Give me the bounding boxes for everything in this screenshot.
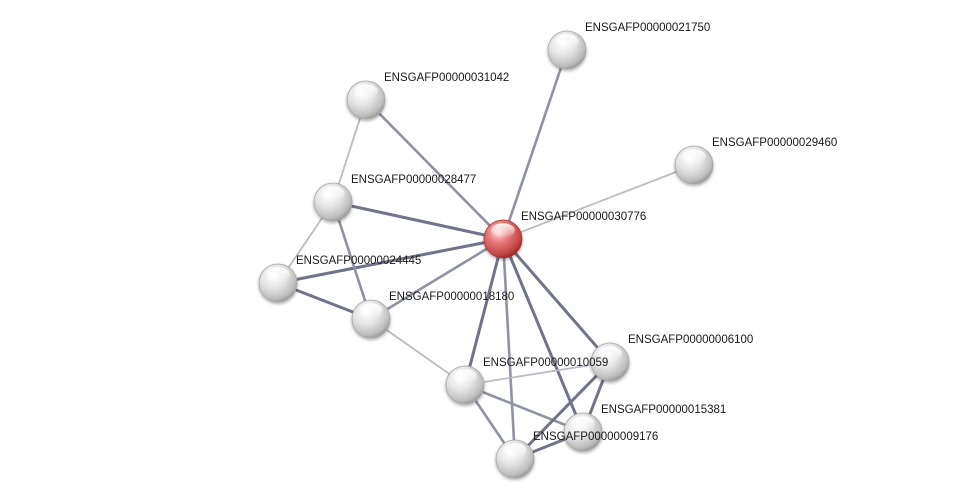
node-gloss bbox=[453, 369, 477, 384]
node-label: ENSGAFP00000018180 bbox=[389, 291, 514, 303]
node-gloss bbox=[682, 149, 706, 164]
node-ensgafp00000021750[interactable]: ENSGAFP00000021750 bbox=[547, 22, 710, 70]
node-gloss bbox=[321, 186, 345, 201]
nodes-layer: ENSGAFP00000030776 ENSGAFP00000021750ENSG… bbox=[258, 22, 837, 479]
node-label: ENSGAFP00000009176 bbox=[533, 431, 658, 443]
edge-ensgafp00000030776-ensgafp00000021750[interactable] bbox=[501, 48, 569, 241]
node-gloss bbox=[266, 267, 290, 282]
node-label: ENSGAFP00000015381 bbox=[601, 404, 726, 416]
node-ensgafp00000028477[interactable]: ENSGAFP00000028477 bbox=[313, 174, 476, 222]
edge-ensgafp00000010059-ensgafp00000006100[interactable] bbox=[464, 361, 611, 386]
node-gloss bbox=[503, 443, 527, 458]
edge-ensgafp00000006100-ensgafp00000009176[interactable] bbox=[513, 360, 612, 461]
edge-ensgafp00000030776-ensgafp00000006100[interactable] bbox=[501, 237, 612, 364]
node-label: ENSGAFP00000006100 bbox=[628, 334, 753, 346]
node-gloss bbox=[491, 223, 515, 238]
node-gloss bbox=[598, 346, 622, 361]
edge-ensgafp00000028477-ensgafp00000018180[interactable] bbox=[331, 200, 373, 321]
node-ensgafp00000024445[interactable]: ENSGAFP00000024445 bbox=[258, 255, 421, 303]
node-ensgafp00000009176[interactable]: ENSGAFP00000009176 bbox=[495, 431, 658, 479]
edge-ensgafp00000030776-ensgafp00000028477[interactable] bbox=[331, 200, 505, 241]
node-ensgafp00000018180[interactable]: ENSGAFP00000018180 bbox=[351, 291, 514, 339]
node-ensgafp00000031042[interactable]: ENSGAFP00000031042 bbox=[346, 72, 509, 120]
edge-ensgafp00000030776-ensgafp00000029460[interactable] bbox=[502, 164, 695, 240]
node-label: ENSGAFP00000024445 bbox=[296, 255, 421, 267]
node-label: ENSGAFP00000021750 bbox=[585, 22, 710, 34]
node-ensgafp00000010059[interactable]: ENSGAFP00000010059 bbox=[445, 357, 608, 405]
node-gloss bbox=[359, 303, 383, 318]
node-label: ENSGAFP00000031042 bbox=[384, 72, 509, 84]
edge-ensgafp00000030776-ensgafp00000009176[interactable] bbox=[501, 237, 517, 461]
edge-ensgafp00000030776-ensgafp00000024445[interactable] bbox=[276, 237, 505, 285]
node-label: ENSGAFP00000010059 bbox=[483, 357, 608, 369]
node-ensgafp00000030776[interactable]: ENSGAFP00000030776 bbox=[483, 211, 646, 259]
node-ensgafp00000015381[interactable]: ENSGAFP00000015381 bbox=[563, 404, 726, 452]
node-label: ENSGAFP00000029460 bbox=[712, 137, 837, 149]
edge-ensgafp00000010059-ensgafp00000015381[interactable] bbox=[463, 383, 585, 434]
node-gloss bbox=[571, 416, 595, 431]
node-ensgafp00000029460[interactable]: ENSGAFP00000029460 bbox=[674, 137, 837, 185]
edge-ensgafp00000030776-ensgafp00000018180[interactable] bbox=[369, 237, 505, 321]
node-label: ENSGAFP00000030776 bbox=[521, 211, 646, 223]
node-ensgafp00000006100[interactable]: ENSGAFP00000006100 bbox=[590, 334, 753, 382]
edge-ensgafp00000030776-ensgafp00000015381[interactable] bbox=[501, 237, 585, 434]
node-label: ENSGAFP00000028477 bbox=[351, 174, 476, 186]
node-gloss bbox=[555, 34, 579, 49]
node-gloss bbox=[354, 84, 378, 99]
edge-ensgafp00000030776-ensgafp00000031042[interactable] bbox=[364, 98, 505, 241]
edge-ensgafp00000030776-ensgafp00000010059[interactable] bbox=[463, 237, 505, 387]
